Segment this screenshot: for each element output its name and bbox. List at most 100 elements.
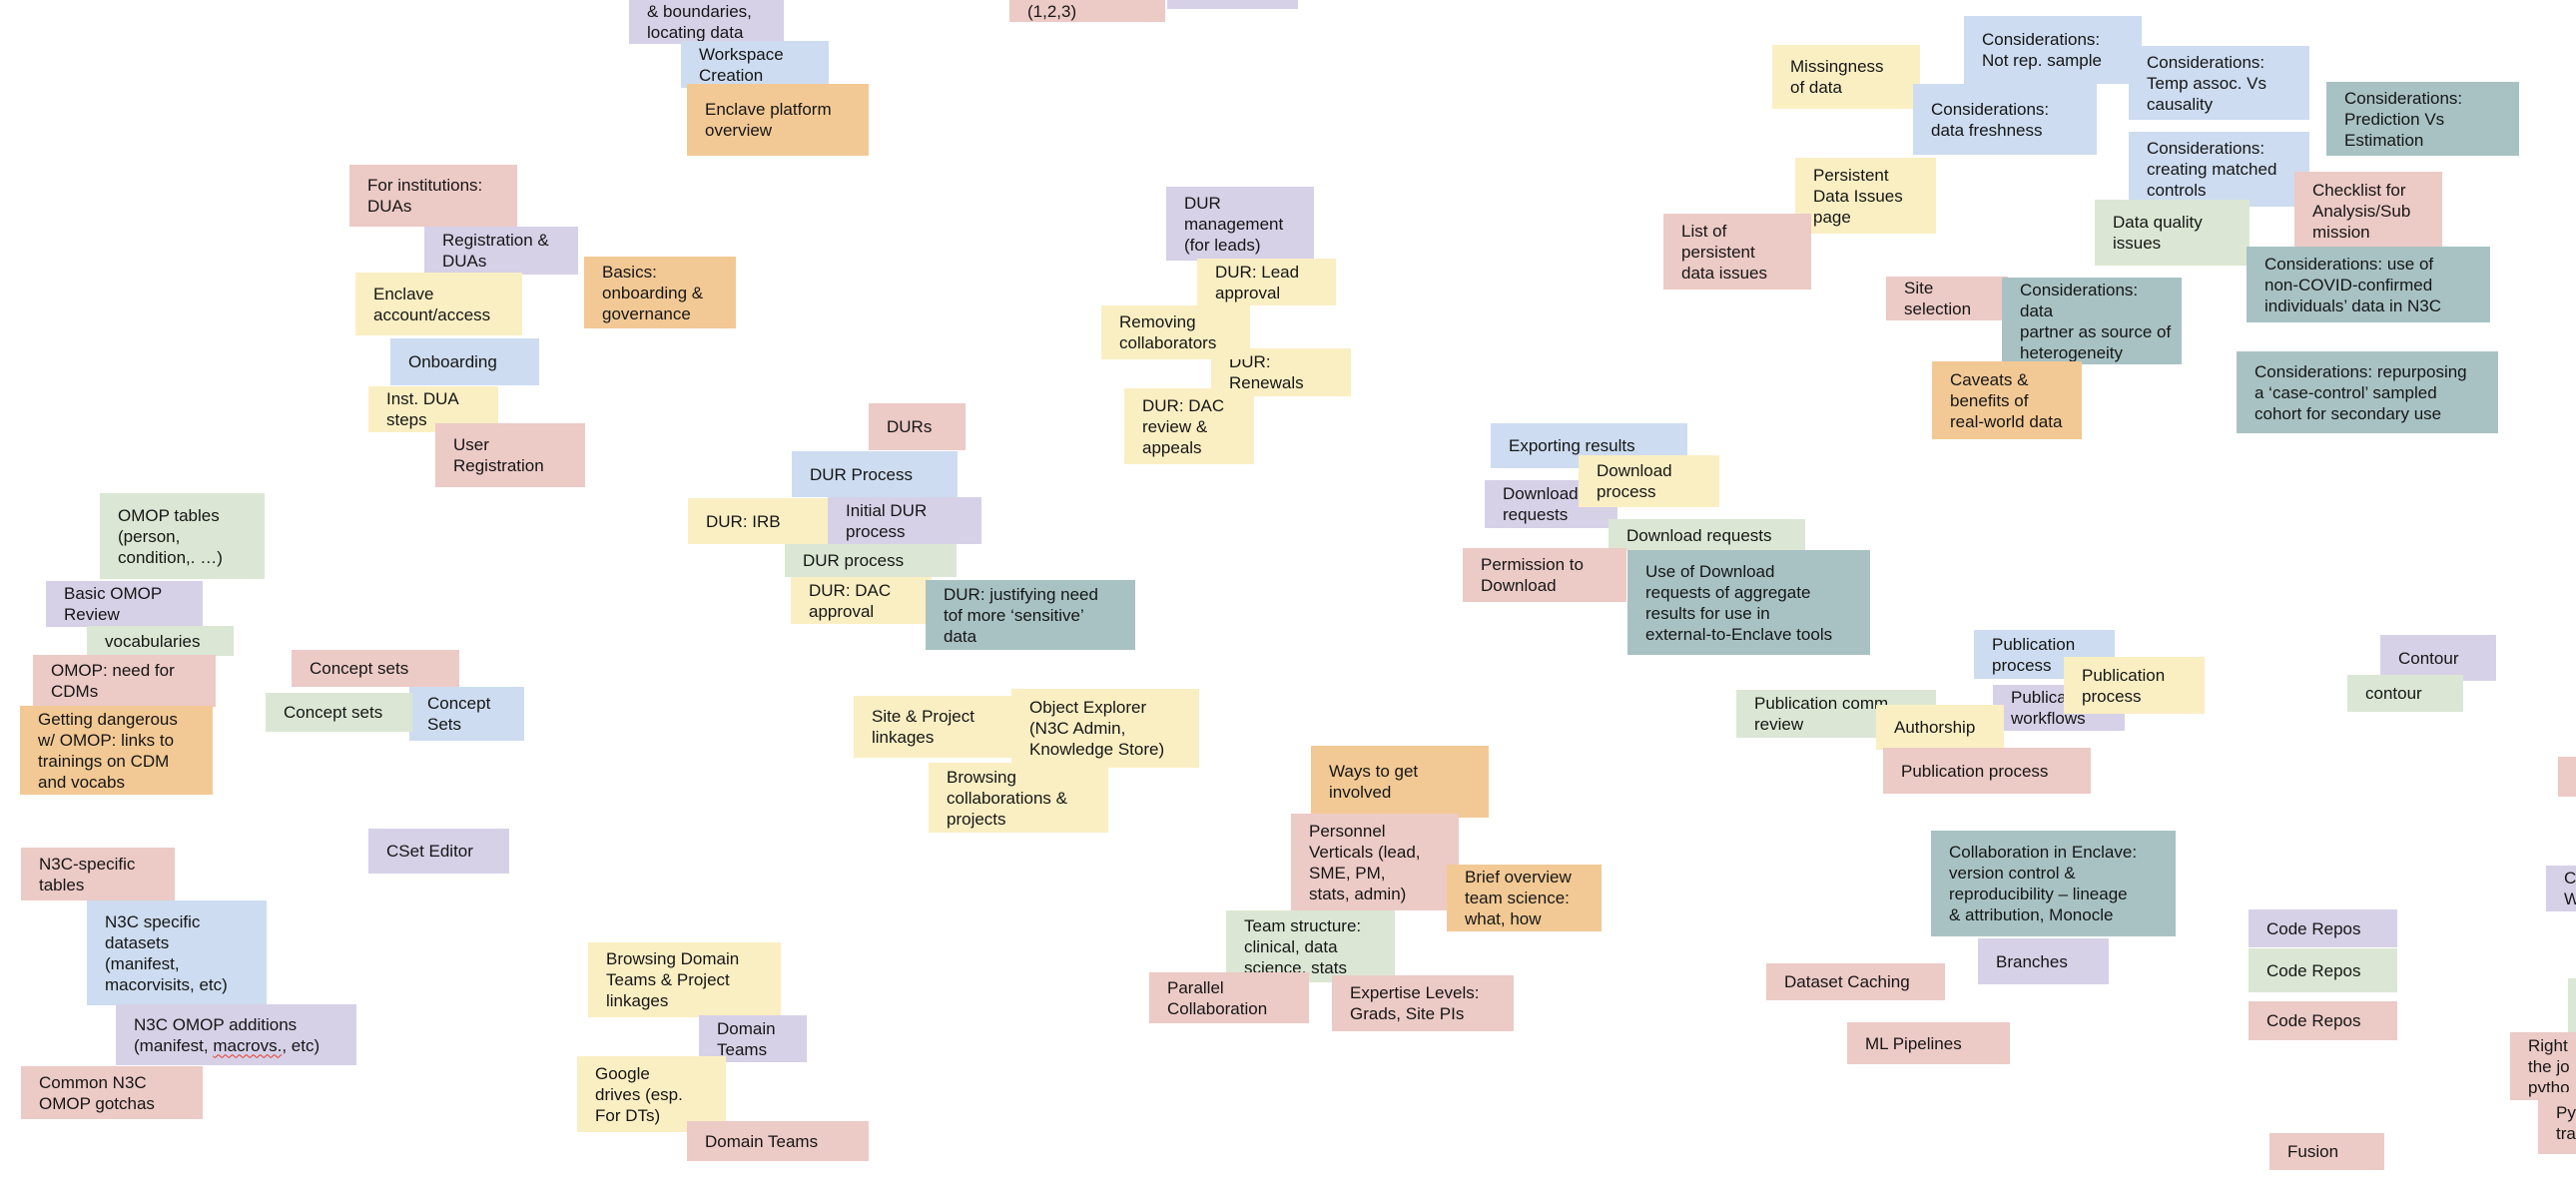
sticky-note-workspaces-boundaries[interactable]: & boundaries, locating data	[629, 0, 784, 44]
sticky-note-publication-process-yellow[interactable]: Publication process	[2064, 657, 2205, 714]
sticky-note-right-edge-cut-purple[interactable]: C W	[2546, 866, 2576, 911]
sticky-note-domain-teams-pink[interactable]: Domain Teams	[687, 1121, 869, 1161]
sticky-note-ml-pipelines[interactable]: ML Pipelines	[1847, 1022, 2010, 1064]
sticky-note-user-registration[interactable]: User Registration	[435, 423, 585, 487]
sticky-note-text: Collaboration in Enclave: version contro…	[1949, 843, 2138, 924]
sticky-note-download-process[interactable]: Download process	[1579, 455, 1719, 507]
sticky-note-expertise-levels[interactable]: Expertise Levels: Grads, Site PIs	[1332, 975, 1514, 1031]
sticky-note-site-selection[interactable]: Site selection	[1886, 277, 2008, 320]
sticky-note-browsing-collaborations-projects[interactable]: Browsing collaborations & projects	[929, 763, 1108, 833]
sticky-note-inst-dua-steps[interactable]: Inst. DUA steps	[368, 386, 498, 432]
sticky-note-list-persistent-data-issues[interactable]: List of persistent data issues	[1663, 214, 1811, 290]
sticky-note-considerations-temp-assoc[interactable]: Considerations: Temp assoc. Vs causality	[2129, 46, 2309, 120]
sticky-note-object-explorer[interactable]: Object Explorer (N3C Admin, Knowledge St…	[1011, 689, 1199, 768]
sticky-note-dur-management-for-leads[interactable]: DUR management (for leads)	[1166, 187, 1314, 261]
sticky-note-removing-collaborators[interactable]: Removing collaborators	[1101, 305, 1250, 359]
sticky-note-code-repos-pink[interactable]: Code Repos	[2249, 1001, 2397, 1040]
sticky-note-parallel-collaboration[interactable]: Parallel Collaboration	[1149, 972, 1309, 1023]
sticky-note-data-quality-issues[interactable]: Data quality issues	[2095, 200, 2250, 266]
sticky-note-considerations-repurposing[interactable]: Considerations: repurposing a ‘case-cont…	[2237, 351, 2498, 433]
sticky-note-browsing-domain-teams[interactable]: Browsing Domain Teams & Project linkages	[588, 942, 781, 1017]
sticky-note-text: Expertise Levels: Grads, Site PIs	[1350, 983, 1480, 1023]
sticky-note-registration-duas[interactable]: Registration & DUAs	[424, 227, 578, 275]
sticky-note-google-drives[interactable]: Google drives (esp. For DTs)	[577, 1056, 726, 1132]
sticky-note-text: Object Explorer (N3C Admin, Knowledge St…	[1029, 698, 1165, 759]
sticky-note-note-123[interactable]: (1,2,3)	[1009, 0, 1165, 22]
sticky-note-persistent-data-issues-page[interactable]: Persistent Data Issues page	[1795, 158, 1936, 234]
sticky-note-brief-overview-team-science[interactable]: Brief overview team science: what, how	[1447, 865, 1602, 931]
sticky-note-workspace-creation[interactable]: Workspace Creation	[681, 41, 829, 88]
sticky-note-n3c-specific-datasets[interactable]: N3C specific datasets (manifest, macorvi…	[87, 900, 267, 1005]
sticky-note-team-structure[interactable]: Team structure: clinical, data science, …	[1226, 910, 1395, 982]
sticky-note-getting-dangerous-omop[interactable]: Getting dangerous w/ OMOP: links to trai…	[20, 706, 213, 795]
sticky-note-considerations-not-rep-sample[interactable]: Considerations: Not rep. sample	[1964, 16, 2142, 84]
sticky-note-right-edge-sliver-green[interactable]	[2568, 978, 2576, 1032]
sticky-note-basics-onboarding-governance[interactable]: Basics: onboarding & governance	[584, 257, 736, 328]
sticky-note-text: Code Repos	[2266, 960, 2361, 980]
sticky-note-text: Common N3C OMOP gotchas	[39, 1072, 155, 1113]
sticky-note-personnel-verticals[interactable]: Personnel Verticals (lead, SME, PM, stat…	[1291, 814, 1459, 910]
sticky-note-publication-process-pink[interactable]: Publication process	[1883, 748, 2091, 794]
sticky-note-dur-lead-approval[interactable]: DUR: Lead approval	[1197, 259, 1336, 305]
sticky-note-considerations-prediction-vs-estimation[interactable]: Considerations: Prediction Vs Estimation	[2326, 82, 2519, 156]
sticky-note-text: Fusion	[2287, 1142, 2339, 1161]
sticky-note-for-institutions-duas[interactable]: For institutions: DUAs	[349, 165, 517, 227]
sticky-note-text: Use of Download requests of aggregate re…	[1645, 561, 1833, 644]
sticky-note-text: Google drives (esp. For DTs)	[595, 1063, 683, 1125]
sticky-note-common-n3c-omop-gotchas[interactable]: Common N3C OMOP gotchas	[21, 1066, 203, 1119]
sticky-note-text: Authorship	[1894, 718, 1976, 737]
sticky-note-top-edge-sliver[interactable]	[1167, 0, 1298, 9]
sticky-note-enclave-account-access[interactable]: Enclave account/access	[355, 273, 522, 335]
sticky-note-code-repos-purple[interactable]: Code Repos	[2249, 909, 2397, 947]
sticky-note-dur-dac-approval[interactable]: DUR: DAC approval	[791, 577, 932, 624]
sticky-note-text: Contour	[2398, 648, 2459, 668]
sticky-note-use-of-download-requests[interactable]: Use of Download requests of aggregate re…	[1627, 550, 1870, 655]
sticky-note-ways-to-get-involved[interactable]: Ways to get involved	[1311, 746, 1489, 818]
sticky-note-dur-justifying-sensitive-data[interactable]: DUR: justifying need tof more ‘sensitive…	[926, 580, 1135, 650]
sticky-note-contour-purple[interactable]: Contour	[2380, 635, 2496, 681]
sticky-note-onboarding[interactable]: Onboarding	[390, 338, 539, 385]
sticky-note-n3c-omop-additions[interactable]: N3C OMOP additions (manifest, macrovs., …	[116, 1004, 356, 1065]
sticky-note-omop-need-for-cdms[interactable]: OMOP: need for CDMs	[33, 655, 216, 707]
sticky-note-contour-green[interactable]: contour	[2347, 675, 2463, 712]
sticky-note-n3c-specific-tables[interactable]: N3C-specific tables	[21, 848, 175, 900]
sticky-note-considerations-data-freshness[interactable]: Considerations: data freshness	[1913, 84, 2097, 155]
sticky-note-concept-sets-pink[interactable]: Concept sets	[292, 650, 459, 687]
sticky-note-text: Parallel Collaboration	[1167, 977, 1268, 1018]
sticky-note-initial-dur-process[interactable]: Initial DUR process	[828, 497, 981, 544]
sticky-note-permission-to-download[interactable]: Permission to Download	[1463, 548, 1626, 602]
sticky-note-right-edge-cut-pink-1[interactable]: Right the jo pytho	[2510, 1032, 2576, 1100]
sticky-note-concept-sets-green[interactable]: Concept sets	[266, 693, 412, 732]
sticky-note-right-edge-sliver-pink[interactable]	[2558, 757, 2576, 797]
sticky-note-omop-tables[interactable]: OMOP tables (person, condition,. …)	[100, 493, 265, 579]
sticky-note-publication-process-blue[interactable]: Publication process	[1974, 630, 2115, 679]
sticky-note-dur-irb[interactable]: DUR: IRB	[688, 498, 829, 544]
sticky-note-text: Removing collaborators	[1119, 312, 1217, 352]
sticky-note-considerations-data-partner[interactable]: Considerations: data partner as source o…	[2002, 278, 2182, 364]
sticky-note-considerations-non-covid[interactable]: Considerations: use of non-COVID-confirm…	[2247, 247, 2490, 322]
sticky-note-missingness-of-data[interactable]: Missingness of data	[1772, 45, 1920, 109]
sticky-note-domain-teams-purple[interactable]: Domain Teams	[699, 1015, 807, 1062]
sticky-note-durs[interactable]: DURs	[869, 403, 966, 450]
sticky-note-download-requests-green[interactable]: Download requests	[1609, 519, 1805, 551]
sticky-note-branches[interactable]: Branches	[1978, 938, 2109, 984]
sticky-note-dur-process-blue[interactable]: DUR Process	[792, 451, 958, 497]
sticky-note-caveats-benefits-rwd[interactable]: Caveats & benefits of real-world data	[1932, 361, 2082, 439]
sticky-note-site-project-linkages[interactable]: Site & Project linkages	[854, 696, 1011, 758]
sticky-note-right-edge-cut-pink-2[interactable]: Py tra	[2538, 1092, 2576, 1154]
sticky-note-checklist-analysis-submission[interactable]: Checklist for Analysis/Sub mission	[2294, 172, 2442, 250]
sticky-note-basic-omop-review[interactable]: Basic OMOP Review	[46, 581, 203, 627]
sticky-note-dur-process-green[interactable]: DUR process	[785, 544, 957, 577]
sticky-note-authorship[interactable]: Authorship	[1876, 705, 2004, 750]
sticky-note-dataset-caching[interactable]: Dataset Caching	[1766, 963, 1945, 1000]
sticky-note-enclave-platform-overview[interactable]: Enclave platform overview	[687, 84, 869, 156]
sticky-note-dur-dac-review-appeals[interactable]: DUR: DAC review & appeals	[1124, 388, 1254, 464]
sticky-note-collaboration-in-enclave[interactable]: Collaboration in Enclave: version contro…	[1931, 831, 2176, 936]
sticky-note-vocabularies[interactable]: vocabularies	[87, 626, 234, 656]
sticky-note-cset-editor[interactable]: CSet Editor	[368, 829, 509, 874]
sticky-note-text: Considerations: data partner as source o…	[2020, 280, 2172, 362]
sticky-note-concept-sets-blue[interactable]: Concept Sets	[409, 687, 524, 741]
sticky-note-code-repos-green[interactable]: Code Repos	[2249, 948, 2397, 992]
sticky-note-considerations-matched-controls[interactable]: Considerations: creating matched control…	[2129, 132, 2309, 207]
sticky-note-fusion[interactable]: Fusion	[2269, 1133, 2384, 1170]
